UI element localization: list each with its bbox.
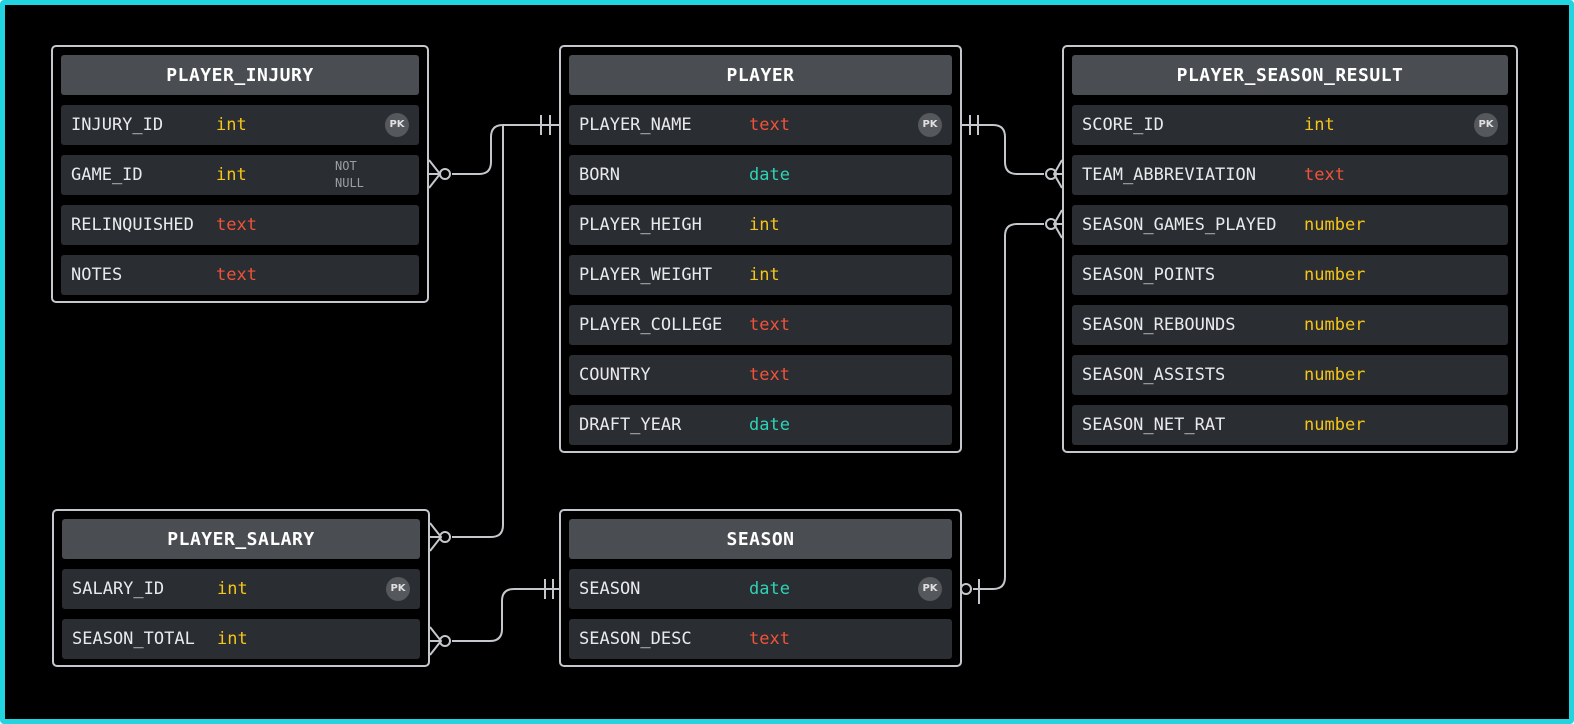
column-row[interactable]: SEASON_ASSISTS number [1072,355,1508,395]
entity-title: PLAYER_SALARY [62,519,420,559]
relationship-player-salary[interactable] [429,125,504,552]
column-row[interactable]: PLAYER_WEIGHT int [569,255,952,295]
relationship-season-salary[interactable] [429,579,559,656]
column-type: number [1304,365,1366,385]
primary-key-badge: PK [386,577,410,601]
column-name: SEASON_ASSISTS [1082,365,1226,385]
column-name: RELINQUISHED [71,215,194,235]
column-name: INJURY_ID [71,115,164,135]
column-row[interactable]: PLAYER_HEIGH int [569,205,952,245]
column-name: TEAM_ABBREVIATION [1082,165,1256,185]
column-name: NOTES [71,265,123,285]
column-type: number [1304,315,1366,335]
column-row[interactable]: TEAM_ABBREVIATION text [1072,155,1508,195]
entity-title: PLAYER [569,55,952,95]
column-name: GAME_ID [71,165,143,185]
column-name: PLAYER_HEIGH [579,215,702,235]
column-row[interactable]: SEASON date PK [569,569,952,609]
primary-key-badge: PK [918,113,942,137]
column-row[interactable]: PLAYER_NAME text PK [569,105,952,145]
column-row[interactable]: SEASON_TOTAL int [62,619,420,659]
column-row[interactable]: INJURY_ID int PK [61,105,419,145]
column-row[interactable]: GAME_ID int NOT NULL [61,155,419,195]
column-type: int [216,165,247,185]
column-type: int [217,579,248,599]
column-name: SEASON_REBOUNDS [1082,315,1236,335]
column-name: SEASON_TOTAL [72,629,195,649]
column-row[interactable]: SEASON_REBOUNDS number [1072,305,1508,345]
column-row[interactable]: RELINQUISHED text [61,205,419,245]
column-type: date [749,579,790,599]
column-row[interactable]: SALARY_ID int PK [62,569,420,609]
column-name: COUNTRY [579,365,651,385]
relationship-season-season-result[interactable] [960,209,1063,604]
column-name: SALARY_ID [72,579,165,599]
column-row[interactable]: SEASON_NET_RAT number [1072,405,1508,445]
column-type: text [749,365,790,385]
column-name: BORN [579,165,620,185]
entity-title: SEASON [569,519,952,559]
column-type: date [749,165,790,185]
column-type: int [217,629,248,649]
column-row[interactable]: COUNTRY text [569,355,952,395]
column-type: text [216,215,257,235]
primary-key-badge: PK [918,577,942,601]
column-name: SEASON [579,579,641,599]
column-type: int [749,215,780,235]
column-type: number [1304,415,1366,435]
not-null-constraint: NOT NULL [335,159,364,190]
column-type: text [216,265,257,285]
column-row[interactable]: SEASON_POINTS number [1072,255,1508,295]
column-type: text [1304,165,1345,185]
relationship-player-injury[interactable] [428,115,559,189]
entity-title: PLAYER_SEASON_RESULT [1072,55,1508,95]
entity-player-season-result[interactable]: PLAYER_SEASON_RESULT SCORE_ID int PK TEAM_A… [1062,45,1518,453]
column-name: SEASON_GAMES_PLAYED [1082,215,1277,235]
column-type: text [749,629,790,649]
primary-key-badge: PK [1474,113,1498,137]
column-name: SEASON_DESC [579,629,692,649]
column-type: date [749,415,790,435]
column-name: PLAYER_NAME [579,115,692,135]
column-row[interactable]: SCORE_ID int PK [1072,105,1508,145]
entity-season[interactable]: SEASON SEASON date PK SEASON_DESC text [559,509,962,667]
column-name: PLAYER_WEIGHT [579,265,713,285]
primary-key-badge: PK [385,113,409,137]
column-type: number [1304,265,1366,285]
column-type: number [1304,215,1366,235]
column-row[interactable]: NOTES text [61,255,419,295]
column-type: text [749,315,790,335]
entity-title: PLAYER_INJURY [61,55,419,95]
column-name: SEASON_NET_RAT [1082,415,1226,435]
column-row[interactable]: SEASON_DESC text [569,619,952,659]
column-type: int [216,115,247,135]
column-name: SEASON_POINTS [1082,265,1216,285]
column-type: text [749,115,790,135]
column-type: int [1304,115,1335,135]
column-row[interactable]: DRAFT_YEAR date [569,405,952,445]
column-row[interactable]: SEASON_GAMES_PLAYED number [1072,205,1508,245]
column-name: SCORE_ID [1082,115,1164,135]
column-row[interactable]: BORN date [569,155,952,195]
column-name: DRAFT_YEAR [579,415,682,435]
relationship-player-season-result[interactable] [962,115,1063,189]
column-type: int [749,265,780,285]
column-name: PLAYER_COLLEGE [579,315,723,335]
column-row[interactable]: PLAYER_COLLEGE text [569,305,952,345]
